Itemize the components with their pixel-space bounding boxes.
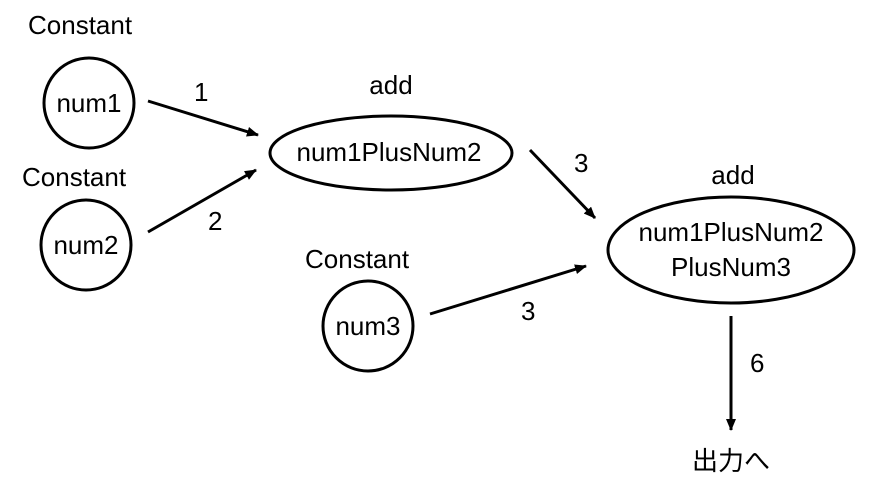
node-add-2-ellipse <box>606 195 856 305</box>
node-num2-type-label: Constant <box>22 162 127 192</box>
node-add-1: add num1PlusNum2 <box>268 70 514 192</box>
edge-num1-to-add1 <box>147 99 259 137</box>
node-num2-circle <box>39 198 133 292</box>
node-add-2-name-line1: num1PlusNum2 <box>639 217 824 247</box>
edge-label-add2-to-output: 6 <box>750 348 764 378</box>
node-add-1-ellipse <box>268 114 514 192</box>
edge-add1-to-add2 <box>528 148 597 220</box>
node-num1-type-label: Constant <box>28 10 133 40</box>
edge-num3-to-add2 <box>429 264 587 316</box>
edge-labels: 1 2 3 3 6 <box>194 77 764 378</box>
node-add-1-name: num1PlusNum2 <box>297 137 482 167</box>
node-num3: Constant num3 <box>305 244 415 373</box>
node-num2: Constant num2 <box>22 162 133 292</box>
node-add-1-type-label: add <box>369 70 412 100</box>
edge-num2-to-add1 <box>147 168 257 234</box>
edges <box>147 99 736 431</box>
node-num3-circle <box>321 279 415 373</box>
edge-label-num1-to-add1: 1 <box>194 77 208 107</box>
node-add-2-name-line2: PlusNum3 <box>671 252 791 282</box>
node-add-2: add num1PlusNum2 PlusNum3 <box>606 160 856 305</box>
node-add-2-type-label: add <box>711 160 754 190</box>
output-label: 出力へ <box>692 446 770 476</box>
node-num1: Constant num1 <box>28 10 136 150</box>
edge-label-num2-to-add1: 2 <box>208 206 222 236</box>
edge-label-add1-to-add2: 3 <box>574 148 588 178</box>
node-num1-circle <box>42 56 136 150</box>
node-num2-name: num2 <box>53 230 118 260</box>
node-num1-name: num1 <box>56 88 121 118</box>
node-num3-type-label: Constant <box>305 244 410 274</box>
edge-label-num3-to-add2: 3 <box>521 296 535 326</box>
node-num3-name: num3 <box>335 311 400 341</box>
